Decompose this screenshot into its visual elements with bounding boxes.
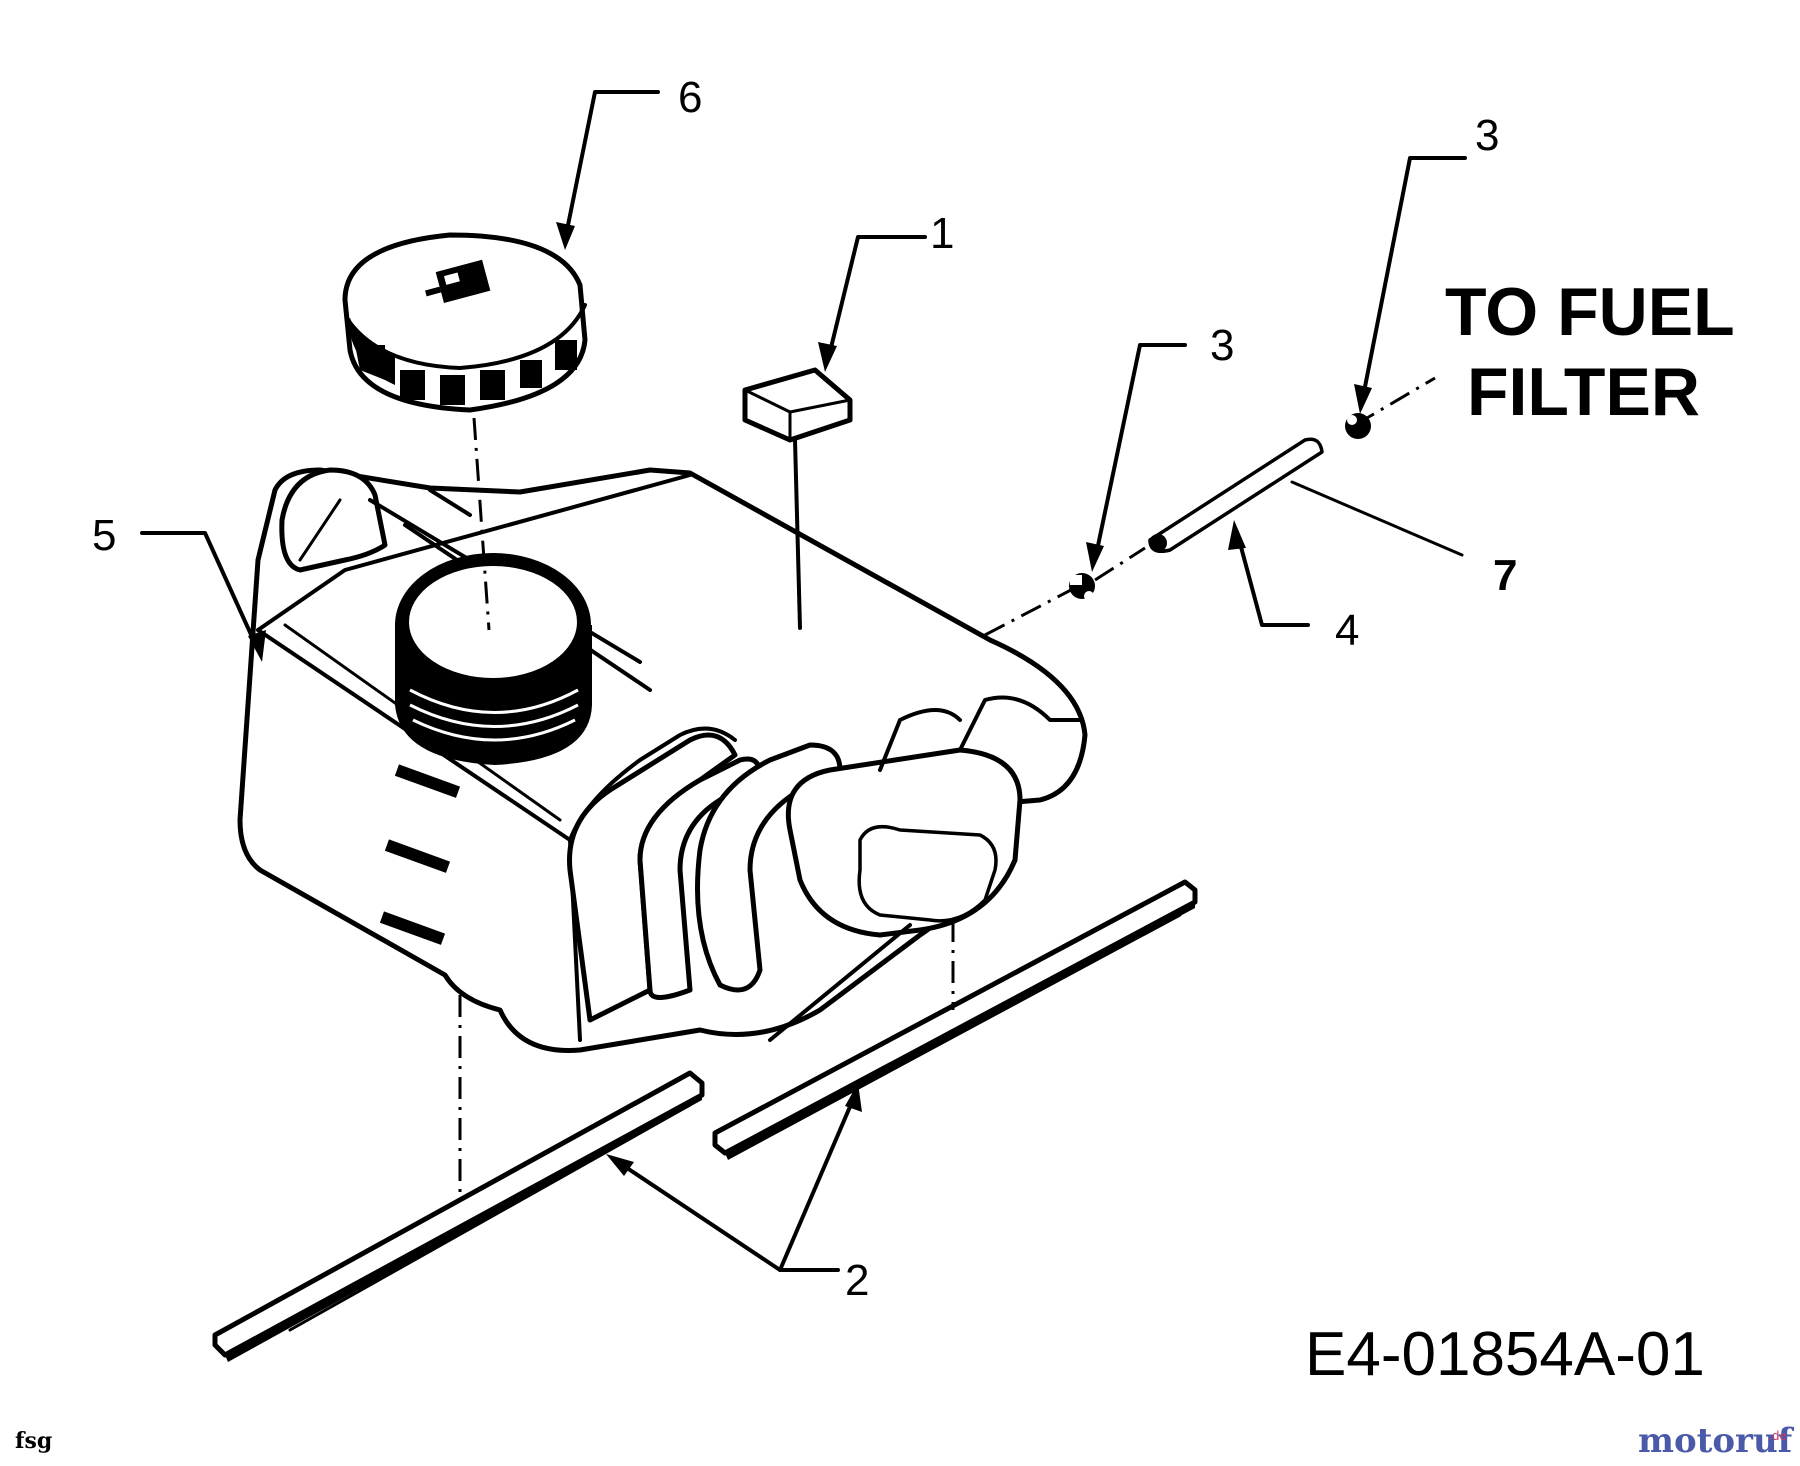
fuel-cap (342, 232, 588, 413)
front-slots (379, 764, 461, 945)
callout-4: 4 (1335, 606, 1359, 655)
callout-7: 7 (1493, 551, 1517, 600)
note-to-fuel: TO FUEL (1445, 274, 1735, 350)
fuel-line-axis-3 (1354, 376, 1436, 427)
watermark-text: motoruf (1638, 1421, 1795, 1461)
watermark-logo: motoruf .de (1638, 1421, 1795, 1461)
corner-mark: fsg (15, 1428, 52, 1454)
hose-clamp-near-filter (1345, 413, 1371, 439)
hose-clamp-near-tank (1069, 573, 1095, 601)
foam-strip-left (212, 1070, 705, 1362)
note-filter: FILTER (1467, 354, 1700, 430)
cap-axis-line (472, 417, 491, 631)
fuel-hose (1148, 437, 1324, 553)
callout-5: 5 (92, 511, 116, 560)
leader-lines (140, 90, 1467, 1272)
watermark-tld: .de (1768, 1429, 1787, 1443)
foam-pad (742, 367, 853, 443)
fuel-tank (237, 467, 1088, 1053)
callout-2: 2 (845, 1256, 869, 1305)
callout-6: 6 (678, 73, 702, 122)
callout-3a: 3 (1210, 321, 1234, 370)
tank-handle (567, 695, 1082, 1042)
drawing-code: E4-01854A-01 (1305, 1320, 1705, 1389)
fuel-line-axis-2 (1094, 546, 1146, 582)
foam-strip-right (712, 879, 1198, 1160)
pad-leader-line (793, 438, 802, 630)
callout-1: 1 (930, 209, 954, 258)
callout-3b: 3 (1475, 111, 1499, 160)
filler-neck (395, 553, 592, 765)
